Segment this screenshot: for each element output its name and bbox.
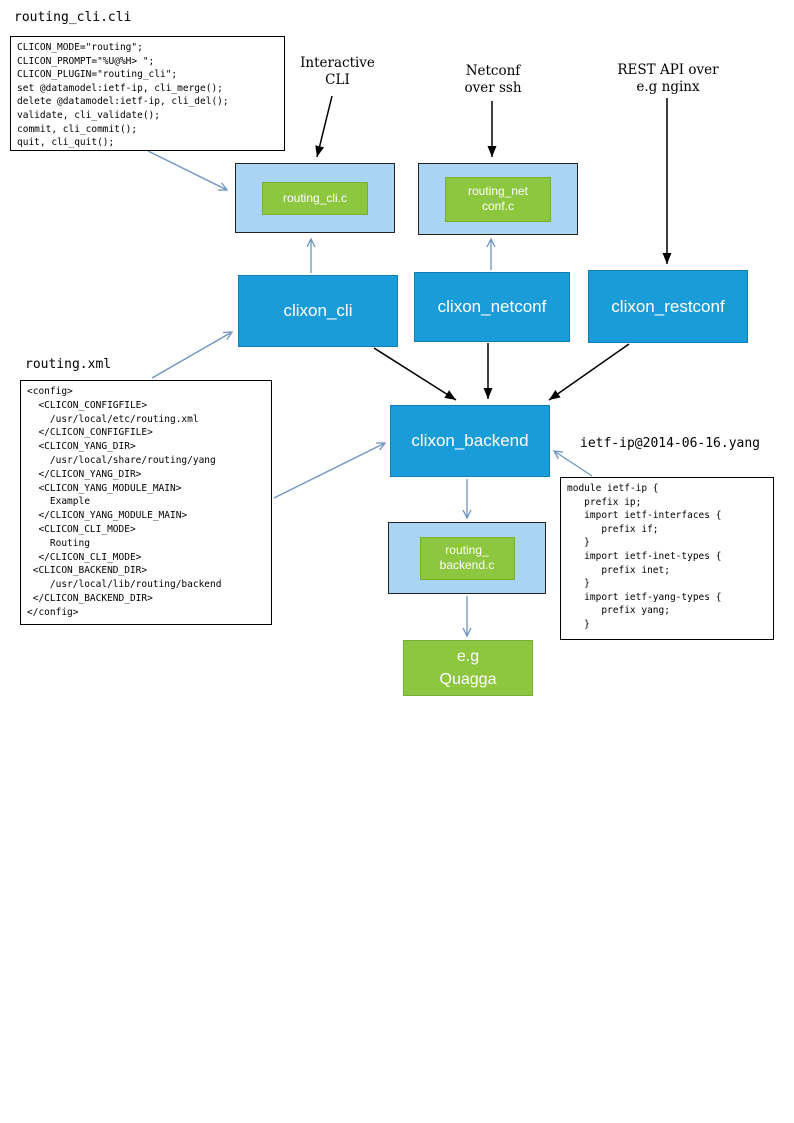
clixon-backend-node: clixon_backend (390, 405, 550, 477)
yang-code-box: module ietf-ip { prefix ip; import ietf-… (560, 477, 774, 640)
netconf-over-ssh-label: Netconf over ssh (464, 63, 522, 96)
arrow-cli-code-to-routing-cli-c (147, 150, 229, 191)
arrow-routing-xml-to-clixon-backend (273, 442, 387, 499)
routing-backend-c-node: routing_ backend.c (419, 536, 515, 580)
routing-cli-file-label: routing_cli.cli (14, 10, 132, 25)
clixon-netconf-node: clixon_netconf (414, 272, 570, 342)
arrow-routing-xml-to-clixon-cli (151, 331, 234, 379)
routing-xml-file-label: routing.xml (25, 357, 112, 372)
rest-api-label: REST API over e.g nginx (617, 62, 719, 95)
netconf-plugin-panel: routing_net conf.c (418, 163, 578, 235)
clixon-cli-node: clixon_cli (238, 275, 398, 347)
cli-plugin-panel: routing_cli.c (235, 163, 395, 233)
arrow-clixon-cli-to-clixon-backend (373, 347, 457, 401)
backend-plugin-panel: routing_ backend.c (388, 522, 546, 594)
arrow-interactive-cli-to-routing-cli-c (315, 95, 333, 158)
routing-netconf-c-node: routing_net conf.c (445, 176, 551, 222)
routing-cli-code-box: CLICON_MODE="routing"; CLICON_PROMPT="%U… (10, 36, 285, 151)
interactive-cli-label: Interactive CLI (300, 55, 375, 88)
routing-xml-code-box: <config> <CLICON_CONFIGFILE> /usr/local/… (20, 380, 272, 625)
yang-file-label: ietf-ip@2014-06-16.yang (580, 436, 761, 451)
arrow-clixon-restconf-to-clixon-backend (548, 343, 630, 401)
routing-cli-c-node: routing_cli.c (262, 181, 368, 215)
clixon-restconf-node: clixon_restconf (588, 270, 748, 343)
arrow-yang-to-clixon-backend (552, 450, 593, 477)
quagga-node: e.g Quagga (403, 640, 533, 696)
